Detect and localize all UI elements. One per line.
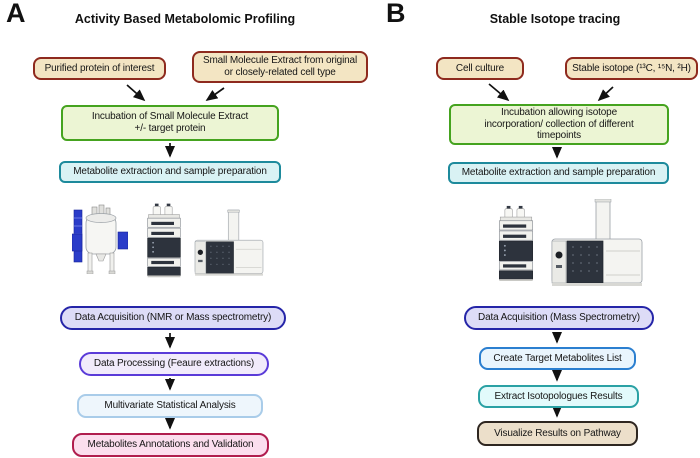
nmr-spectrometer-icon xyxy=(72,204,128,274)
box-small-molecule-extract: Small Molecule Extract from original or … xyxy=(192,51,368,83)
box-b-data-acquisition: Data Acquisition (Mass Spectrometry) xyxy=(464,306,654,330)
box-cell-culture: Cell culture xyxy=(436,57,524,80)
box-b-incubation: Incubation allowing isotope incorporatio… xyxy=(449,104,669,145)
arrow-a-input1 xyxy=(126,84,146,102)
hplc-system-icon xyxy=(494,205,538,281)
hplc-system-icon xyxy=(144,199,184,281)
mass-spectrometer-icon xyxy=(540,199,646,289)
panel-a-label: A xyxy=(6,0,26,28)
box-a-incubation: Incubation of Small Molecule Extract +/-… xyxy=(61,105,279,141)
arrow-b-input2 xyxy=(597,86,614,102)
box-purified-protein: Purified protein of interest xyxy=(33,57,166,80)
box-a-metabolite-extraction: Metabolite extraction and sample prepara… xyxy=(59,161,281,183)
box-b-metabolite-extraction: Metabolite extraction and sample prepara… xyxy=(448,162,669,184)
panel-b-label: B xyxy=(386,0,406,28)
panel-b-title: Stable Isotope tracing xyxy=(489,12,621,26)
box-b-visualize-pathway: Visualize Results on Pathway xyxy=(477,421,638,446)
mass-spectrometer-icon xyxy=(186,203,266,285)
panel-a-title: Activity Based Metabolomic Profiling xyxy=(74,12,296,26)
box-stable-isotope: Stable isotope (¹³C, ¹⁵N, ²H) xyxy=(565,57,698,80)
arrow-b-input1 xyxy=(488,83,510,102)
box-a-multivariate-analysis: Multivariate Statistical Analysis xyxy=(77,394,263,418)
box-b-target-metabolites-list: Create Target Metabolites List xyxy=(479,347,636,370)
box-b-extract-isotopologues: Extract Isotopologues Results xyxy=(478,385,639,408)
box-a-annotation-validation: Metabolites Annotations and Validation xyxy=(72,433,269,457)
arrow-a-input2 xyxy=(205,87,225,101)
box-a-data-acquisition: Data Acquisition (NMR or Mass spectromet… xyxy=(60,306,286,330)
box-a-data-processing: Data Processing (Feaure extractions) xyxy=(79,352,269,376)
